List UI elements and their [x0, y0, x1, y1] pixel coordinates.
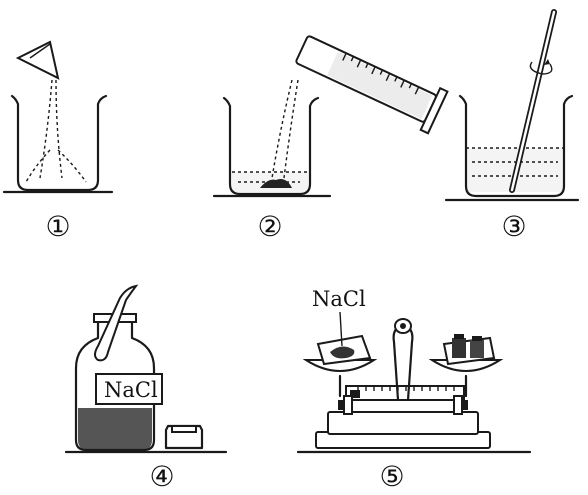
- bottle-label-text: NaCl: [104, 378, 158, 402]
- beaker: [222, 96, 320, 196]
- paper-fold: [29, 43, 51, 59]
- right-screw: [462, 400, 468, 410]
- weight-small-knob: [472, 336, 482, 341]
- pouring-water: [271, 79, 293, 179]
- weight-large-knob: [454, 334, 464, 339]
- beaker: [458, 94, 574, 198]
- stir-arrowhead: [544, 59, 550, 65]
- weight-small: [470, 340, 484, 358]
- reagent-bottle: [74, 318, 156, 452]
- medicine-spoon: [94, 284, 139, 362]
- step-2-pour-water: [212, 35, 449, 198]
- nacl-sample: [330, 346, 355, 359]
- step-label-2: ②: [257, 210, 282, 243]
- solid-pile: [260, 179, 292, 188]
- step-4-take-reagent: NaCl: [64, 284, 228, 454]
- bottle-label: [95, 373, 163, 405]
- falling-solid: [55, 79, 63, 179]
- left-screw: [338, 400, 344, 410]
- balance-beam: [345, 385, 465, 401]
- left-pillar: [343, 395, 353, 415]
- salt-in-bottle: [78, 408, 152, 450]
- pouring-water: [283, 79, 299, 179]
- step-label-1: ①: [45, 210, 70, 243]
- step-1-pour-solid: [2, 40, 114, 194]
- nacl-label: NaCl: [312, 287, 366, 311]
- step-5-weighing: NaCl: [296, 287, 532, 454]
- graduated-cylinder: [295, 35, 449, 135]
- stopper-top: [171, 425, 197, 433]
- falling-solid: [39, 79, 53, 179]
- cylinder-liquid: [327, 51, 433, 120]
- cylinder-base: [419, 86, 449, 135]
- right-pillar: [453, 395, 463, 415]
- cylinder-scale: [342, 52, 420, 95]
- pan-supports: [338, 374, 468, 398]
- paper-sheet: [15, 40, 60, 80]
- step-label-3: ③: [501, 210, 526, 243]
- bottle-stopper: [164, 424, 204, 450]
- rider: [350, 390, 360, 398]
- stir-arrow: [529, 61, 553, 75]
- falling-solid: [25, 149, 51, 183]
- nacl-label-leader: [339, 311, 343, 347]
- glass-rod-highlight: [510, 10, 556, 192]
- balance-base: [327, 411, 479, 435]
- beaker: [10, 94, 108, 192]
- weight-large: [452, 338, 466, 358]
- step-3-stir: [444, 9, 580, 202]
- step-label-4: ④: [149, 460, 174, 493]
- pointer-pivot: [400, 323, 406, 329]
- step-label-5: ⑤: [379, 460, 404, 493]
